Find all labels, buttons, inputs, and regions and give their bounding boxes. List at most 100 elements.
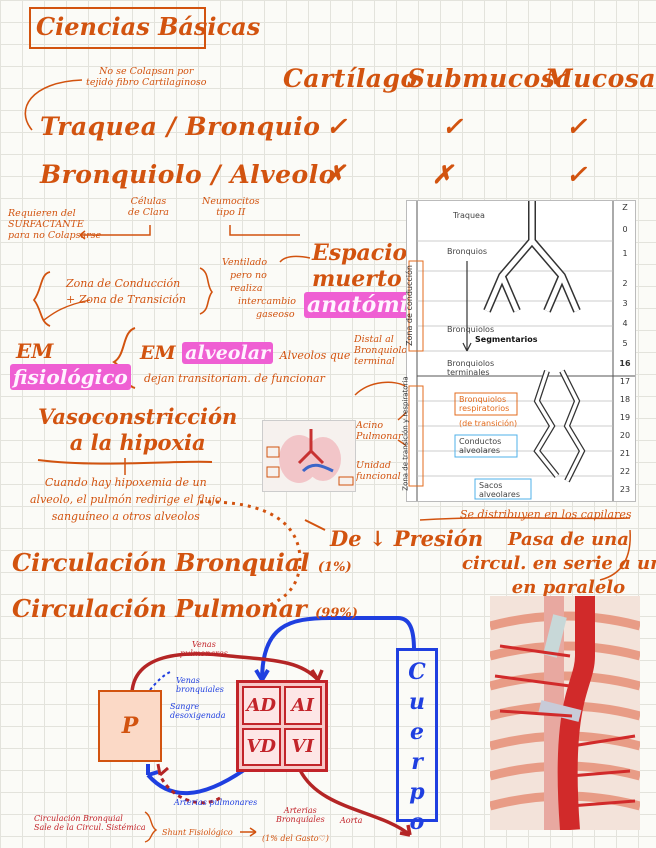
airway-label-bronquiolos: Bronquiolos [447,325,495,334]
zonas-line: + Zona de Transición [66,293,186,306]
distribuyen-note: Se distribuyen en los capilares [460,508,632,521]
paralelo-line: circul. en serie a una [462,553,656,574]
z-value: 19 [619,413,631,422]
airway-label-sacos: Sacos alveolares [479,481,521,499]
vaso-line: Vasoconstricción [38,404,238,429]
z-value: 17 [619,377,631,386]
distal-line: Distal al [354,334,394,345]
venas-bronq-line: bronquiales [176,685,224,694]
espacio-line: Espacio [312,240,408,266]
circ-note-brace [144,811,158,843]
espacio-arrow [279,255,311,263]
clara-line: Células [130,196,167,207]
unidad-line: funcional [356,471,401,482]
hipoxemia-line: Cuando hay hipoxemia de un [44,476,207,489]
circ-bronquial-label: Circulación Bronquial [12,548,310,577]
circ-pulmonar-label: Circulación Pulmonar [12,594,307,623]
presion: De ↓ Presión [330,526,484,551]
z-value: 2 [622,279,628,288]
clara-note: Células de Clara [128,196,169,218]
venas-pulmonares-label: Venas pulmonares [180,640,228,658]
airway-label-respiratorios: Bronquiolos respiratorios [459,395,510,413]
ventilado-line: pero no [230,270,267,281]
paralelo-line: Pasa de una [507,529,629,550]
circ-bronq-note-line: Circulación Bronquial [34,814,123,823]
pct-gasto-label: (1% del Gasto♡) [262,834,329,843]
airway-label-terminales: Bronquiolos terminales [447,359,495,377]
z-value: 0 [622,225,628,234]
mark-cartilago-bronquiolo: ✗ [324,160,346,189]
vasoconstriccion-heading: Vasoconstricción a la hipoxia [38,404,237,456]
mark-cartilago-traquea: ✓ [326,112,348,141]
z-value: 1 [622,249,628,258]
z-head: Z [622,203,628,212]
venas-pulm-line: pulmonares [180,649,228,658]
zonas-brace-right [199,267,214,315]
em-fisiologico: EM fisiológico [10,338,131,390]
pulmon-label: P [121,713,139,739]
clara-line: de Clara [128,207,169,218]
acino-line: Pulmonar [356,431,403,442]
circ-bronquial: Circulación Bronquial (1%) [12,548,352,577]
ventilado-note: Ventilado pero no realiza intercambio ga… [222,256,296,321]
red-dotted-arrowhead [156,763,169,777]
paralelo-line: en paralelo [511,577,626,598]
acino-line: Acino [356,420,384,431]
lung-thumbnail [262,420,356,492]
dotted-connector [199,500,302,607]
airway-label-traquea: Traquea [453,211,485,220]
mark-submucosa-bronquiolo: ✗ [432,160,454,189]
thorax-drawing [490,596,640,830]
blue-dotted [149,671,171,691]
z-value: 18 [619,395,631,404]
heart-ai-label: AI [291,694,314,716]
heart-vd-label: VD [246,736,277,758]
circ-bronq-note-line: Sale de la Circul. Sistémica [34,823,146,832]
espacio-line: muerto [312,266,402,292]
sangre-label: Sangre desoxigenada [170,702,226,720]
distal-note: Distal al Bronquiolo terminal [354,334,407,367]
red-arrow-top [130,652,320,693]
mark-mucosa-bronquiolo: ✓ [566,160,588,189]
heart-vd: VD [242,727,281,766]
sangre-line: Sangre [170,702,200,711]
cartilago-note: No se Colapsan por tejido fibro Cartilag… [86,66,207,88]
airway-drawing [408,201,635,501]
blue-arrowhead-top [254,668,270,682]
header-cartilago: Cartílago [283,64,418,93]
zonas-line: Zona de Conducción [66,277,181,290]
neumocitos-note: Neumocitos tipo II [202,196,260,218]
hipoxemia-note: Cuando hay hipoxemia de un alveolo, el p… [30,474,222,525]
venas-bronquiales-label: Venas bronquiales [176,676,224,694]
hipoxemia-line: sanguíneo a otros alveolos [51,510,200,523]
airway-z-column: Z 0 1 2 3 4 5 16 17 18 19 20 21 22 23 [617,203,633,503]
z-value: 22 [619,467,631,476]
surfactante-line: para no Colapsarse [8,230,102,241]
ventilado-line: intercambio [238,296,296,307]
row-label-bronquiolo: Bronquiolo / Alveolo [40,160,336,189]
circ-pulmonar-pct: (99%) [315,606,358,621]
neumocitos-line: tipo II [216,207,246,218]
surfactante-line: SURFACTANTE [8,219,84,230]
heart-vi-label: VI [291,736,314,758]
row-label-traquea: Traquea / Bronquio [40,112,321,141]
dotted-connector-end [304,519,326,531]
airway-label-transicion: (de transición) [459,419,518,428]
shunt-label: Shunt Fisiológico [162,828,233,837]
aorta-arrowhead [399,824,412,837]
z-value: 21 [619,449,631,458]
ventilado-line: Ventilado [222,257,268,268]
blue-arrow-bottom [146,768,246,796]
zonas-note: Zona de Conducción + Zona de Transición [66,276,186,308]
arterias-pulmonares-label: Arterias pulmonares [174,798,258,807]
arterias-bronq-line: Arterias [283,806,317,815]
acino-note: Acino Pulmonar [356,420,403,442]
heart-ad-label: AD [246,694,277,716]
note-arrow [24,79,83,131]
heart-vi: VI [283,727,322,766]
airway-side-transicion: Zona de transición y respiratoria [401,376,410,491]
airway-label-bronquios: Bronquios [447,247,487,256]
venas-bronq-line: Venas [176,676,200,685]
z-value: 16 [619,359,631,368]
paralelo-brace [419,516,631,521]
